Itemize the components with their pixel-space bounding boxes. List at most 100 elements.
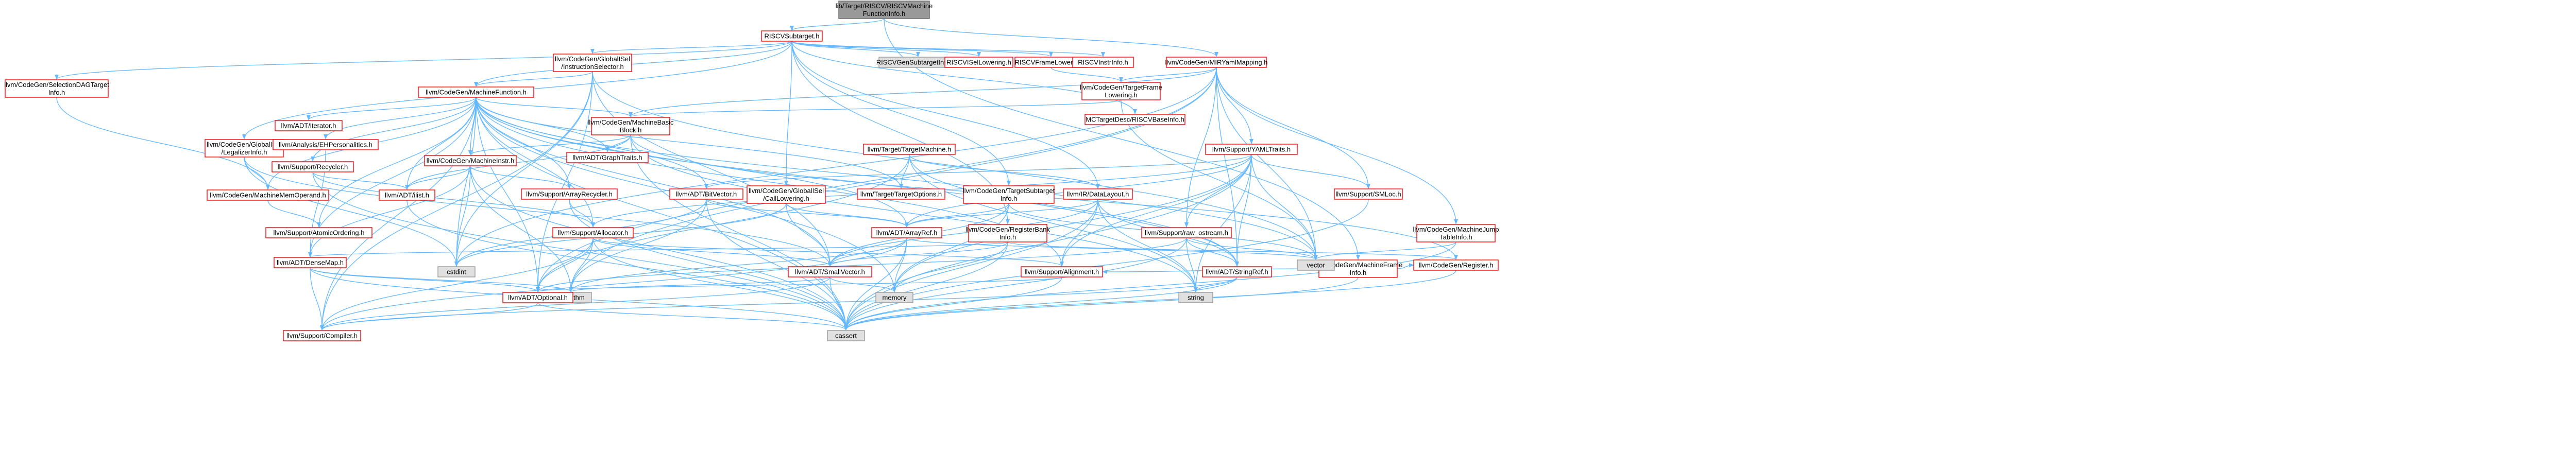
edge-mirymlmapping-to-raw_ostream (1184, 67, 1217, 228)
node-box-arrayrecycler (521, 188, 618, 200)
node-box-graphtraits (566, 152, 649, 163)
node-eh_personalities[interactable]: llvm/Analysis/EHPersonalities.h (273, 139, 379, 150)
node-box-densemap (274, 257, 347, 268)
node-riscvisellowering[interactable]: RISCVISelLowering.h (944, 57, 1013, 68)
node-label-raw_ostream: llvm/Support/raw_ostream.h (1145, 229, 1228, 237)
edge-root-to-machinefunctioninfo (884, 18, 1360, 260)
edge-densemap-to-optional (310, 267, 540, 292)
node-codegen_register[interactable]: llvm/CodeGen/Register.h (1413, 259, 1499, 271)
node-bitvector[interactable]: llvm/ADT/BitVector.h (669, 188, 743, 200)
edge-yamltraits-to-stringref (1235, 154, 1252, 267)
node-adt_iterator[interactable]: llvm/ADT/iterator.h (275, 120, 343, 131)
node-machineinstr[interactable]: llvm/CodeGen/MachineInstr.h (424, 155, 517, 166)
edge-subtarget-to-riscvbaseinfo (791, 41, 1137, 114)
node-machinefunction[interactable]: llvm/CodeGen/MachineFunction.h (418, 86, 534, 98)
node-graphtraits[interactable]: llvm/ADT/GraphTraits.h (566, 152, 649, 163)
edge-mirymlmapping-to-smloc (1216, 67, 1370, 189)
node-machineoperand[interactable]: llvm/CodeGen/MachineMemOperand.h (207, 189, 329, 201)
node-legalizerinfo[interactable]: llvm/CodeGen/GlobalISel/LegalizerInfo.h (205, 139, 284, 158)
edge-machineinstr-to-cstdint (454, 165, 471, 267)
edge-targetmachine-to-optional (536, 154, 910, 292)
node-optional[interactable]: llvm/ADT/Optional.h (502, 292, 573, 303)
node-box-cassert (827, 330, 865, 341)
edge-registerbankinfo-to-smallvector (828, 241, 1008, 267)
node-alignment[interactable]: llvm/Support/Alignment.h (1021, 266, 1103, 277)
node-riscvgensubtargetinfo: RISCVGenSubtargetInfo.inc (876, 57, 960, 68)
node-targetmachine[interactable]: llvm/Target/TargetMachine.h (863, 144, 956, 155)
node-box-machinebasicblock (591, 117, 670, 135)
edge-mirymlmapping-to-stringref (1216, 67, 1239, 267)
node-box-memory (875, 292, 913, 303)
edge-allocator-to-alignment (592, 237, 1064, 267)
edge-codegen_register-to-cassert (844, 270, 1456, 331)
node-label-calllowering: llvm/CodeGen/GlobalISel (749, 187, 824, 195)
node-compiler[interactable]: llvm/Support/Compiler.h (283, 330, 361, 341)
node-box-targetsubtargetinfo (963, 185, 1055, 204)
dependency-edges (55, 18, 1458, 331)
node-atomicordering[interactable]: llvm/Support/AtomicOrdering.h (265, 227, 372, 238)
node-label-registerbankinfo: llvm/CodeGen/RegisterBank (965, 225, 1050, 233)
node-root[interactable]: lib/Target/RISCV/RISCVMachineFunctionInf… (836, 1, 933, 19)
node-label-riscvisellowering: RISCVISelLowering.h (946, 59, 1011, 66)
edge-mirymlmapping-to-jumptableinfo (1216, 67, 1458, 224)
node-stringref[interactable]: llvm/ADT/StringRef.h (1202, 266, 1272, 277)
node-datalayout[interactable]: llvm/IR/DataLayout.h (1063, 188, 1133, 200)
edge-allocator-to-smallvector (592, 237, 832, 267)
node-riscvinstrinfo[interactable]: RISCVInstrInfo.h (1072, 57, 1134, 68)
node-label-targetframelowering: Lowering.h (1105, 91, 1138, 99)
node-box-cstdint (437, 266, 476, 277)
edge-recycler-to-allocator (312, 171, 595, 228)
edge-jumptableinfo-to-vector (1314, 241, 1456, 260)
node-memory: memory (875, 292, 913, 303)
node-instructionselector[interactable]: llvm/CodeGen/GlobalISel/InstructionSelec… (553, 54, 632, 72)
node-targetoptions[interactable]: llvm/Target/TargetOptions.h (857, 188, 945, 200)
edge-yamltraits-to-memory (892, 154, 1252, 292)
node-label-arrayrecycler: llvm/Support/ArrayRecycler.h (526, 190, 613, 198)
node-calllowering[interactable]: llvm/CodeGen/GlobalISel/CallLowering.h (747, 185, 826, 204)
edge-subtarget-to-datalayout (791, 41, 1100, 189)
node-allocator[interactable]: llvm/Support/Allocator.h (552, 227, 634, 238)
node-box-adt_iterator (275, 120, 343, 131)
node-box-smallvector (788, 266, 872, 277)
node-arrayrecycler[interactable]: llvm/Support/ArrayRecycler.h (521, 188, 618, 200)
node-riscvbaseinfo[interactable]: MCTargetDesc/RISCVBaseInfo.h (1084, 114, 1185, 125)
edge-raw_ostream-to-cassert (844, 237, 1187, 331)
edge-subtarget-to-instructionselector (590, 41, 792, 54)
node-box-allocator (552, 227, 634, 238)
node-mirymlmapping[interactable]: llvm/CodeGen/MIRYamlMapping.h (1165, 57, 1268, 68)
node-densemap[interactable]: llvm/ADT/DenseMap.h (274, 257, 347, 268)
node-box-raw_ostream (1141, 227, 1232, 238)
edge-arrayrecycler-to-cassert (569, 199, 848, 331)
node-yamltraits[interactable]: llvm/Support/YAMLTraits.h (1205, 144, 1298, 155)
node-smallvector[interactable]: llvm/ADT/SmallVector.h (788, 266, 872, 277)
edge-selectiondagtargetinfo-to-machineoperand (56, 97, 270, 190)
edge-mirymlmapping-to-yamltraits (1216, 67, 1253, 144)
node-raw_ostream[interactable]: llvm/Support/raw_ostream.h (1141, 227, 1232, 238)
node-box-machineinstr (424, 155, 517, 166)
edge-instructionselector-to-machinefunction (474, 71, 593, 87)
node-cassert: cassert (827, 330, 865, 341)
node-smloc[interactable]: llvm/Support/SMLoc.h (1334, 188, 1403, 200)
node-label-targetoptions: llvm/Target/TargetOptions.h (860, 190, 942, 198)
node-subtarget[interactable]: RISCVSubtarget.h (761, 30, 823, 42)
node-box-root (838, 1, 930, 19)
node-box-alignment (1021, 266, 1103, 277)
node-label-targetsubtargetinfo: llvm/CodeGen/TargetSubtarget (963, 187, 1055, 195)
node-label-stringref: llvm/ADT/StringRef.h (1206, 268, 1268, 276)
node-ilist[interactable]: llvm/ADT/ilist.h (379, 189, 435, 201)
node-arrayref[interactable]: llvm/ADT/ArrayRef.h (871, 227, 942, 238)
node-recycler[interactable]: llvm/Support/Recycler.h (272, 161, 354, 172)
edge-raw_ostream-to-optional (536, 237, 1187, 292)
node-label-jumptableinfo: llvm/CodeGen/MachineJump (1413, 225, 1499, 233)
node-label-vector: vector (1307, 262, 1325, 269)
node-label-machinefunction: llvm/CodeGen/MachineFunction.h (426, 89, 527, 96)
node-box-targetframelowering (1081, 82, 1161, 100)
